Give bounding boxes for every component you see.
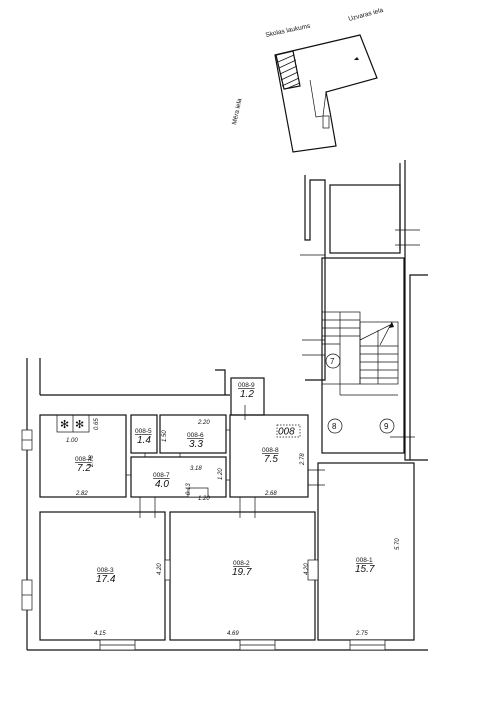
hatched-section xyxy=(275,50,301,90)
dimension-labels: 0.65 1.00 2.78 2.82 1.50 2.20 3.18 0.13 … xyxy=(66,418,401,637)
room-area: 19.7 xyxy=(232,567,252,578)
stair-number-7: 7 xyxy=(330,357,335,366)
room-008-9-outline xyxy=(230,377,265,416)
room-area: 17.4 xyxy=(96,574,116,585)
dimension: 3.18 xyxy=(190,466,202,472)
dimension: 2.82 xyxy=(75,491,88,497)
room-id: 008-2 xyxy=(233,560,250,567)
dimension: 2.78 xyxy=(300,453,306,466)
site-marker-icon xyxy=(354,57,359,60)
stair-number-8-circle xyxy=(327,418,343,434)
room-id: 008-8 xyxy=(262,447,279,454)
street-skolas: Skolas laukums xyxy=(265,22,312,38)
unit-label: 008 xyxy=(278,427,295,438)
street-mera: Mēra iela xyxy=(231,97,243,125)
fixture-icon: ✻ xyxy=(75,419,84,431)
room-id: 008-4 xyxy=(75,456,92,463)
room-008-7-outline xyxy=(130,456,227,498)
dimension: 5.70 xyxy=(395,538,401,550)
room-id: 008-6 xyxy=(187,432,204,439)
site-plan: Skolas laukums Uzvaras iela Mēra iela xyxy=(231,7,385,153)
dimension: 4.20 xyxy=(304,563,310,575)
room-008-8-outline xyxy=(229,414,309,498)
stair-number-9: 9 xyxy=(384,422,389,431)
room-area: 1.4 xyxy=(137,435,151,446)
dimension: 1.50 xyxy=(162,430,168,442)
floor-plan-walls: ✻ ✻ xyxy=(21,160,428,651)
room-area: 15.7 xyxy=(355,564,375,575)
building-outline xyxy=(274,34,378,153)
dimension: 0.13 xyxy=(186,483,192,495)
dimension: 4.20 xyxy=(157,563,163,575)
staircase xyxy=(321,311,399,396)
room-id: 008-7 xyxy=(153,472,170,479)
room-id: 008-5 xyxy=(135,428,152,435)
fixture-icon: ✻ xyxy=(60,419,69,431)
room-008-5-outline xyxy=(130,414,158,454)
room-area: 4.0 xyxy=(155,479,169,490)
dimension: 1.20 xyxy=(218,468,224,480)
room-008-6-outline xyxy=(159,414,227,454)
room-area: 7.5 xyxy=(264,454,278,465)
room-008-1-outline xyxy=(317,462,415,641)
dimension: 1.20 xyxy=(198,496,210,502)
room-area: 1.2 xyxy=(240,389,254,400)
room-area: 7.2 xyxy=(77,463,91,474)
stair-number-7-circle xyxy=(325,353,341,369)
dimension: 0.65 xyxy=(94,418,100,430)
dimension: 2.78 xyxy=(89,455,95,468)
dimension: 2.75 xyxy=(355,631,368,637)
room-area: 3.3 xyxy=(189,439,203,450)
room-id: 008-3 xyxy=(97,567,114,574)
dimension: 2.68 xyxy=(264,491,277,497)
dimension: 4.69 xyxy=(227,631,239,637)
dimension: 1.00 xyxy=(66,438,78,444)
stair-number-9-circle xyxy=(379,418,395,434)
stair-number-8: 8 xyxy=(332,422,337,431)
street-uzvaras: Uzvaras iela xyxy=(348,7,385,23)
dimension: 4.15 xyxy=(94,631,106,637)
room-labels: 008 008-9 1.2 008-5 1.4 008-6 3.3 008-8 … xyxy=(75,382,375,585)
room-id: 008-1 xyxy=(356,557,373,564)
room-id: 008-9 xyxy=(238,382,255,389)
unit-label-box xyxy=(276,424,301,438)
dimension: 2.20 xyxy=(197,420,210,426)
